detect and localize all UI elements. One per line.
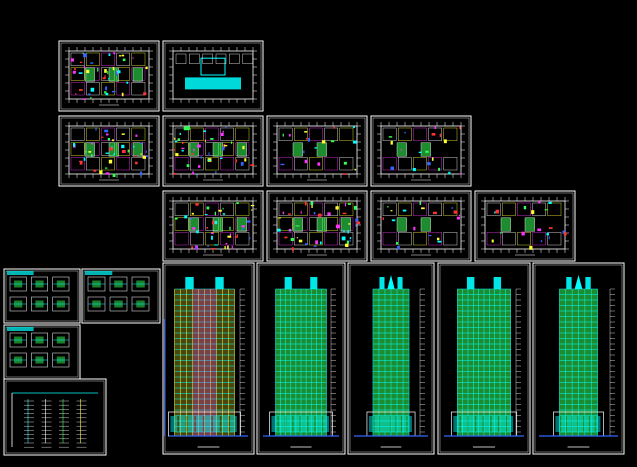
sheet-elevation-3[interactable]: [347, 262, 435, 455]
sheet-inner-border: [372, 192, 470, 260]
sheet-plan-8[interactable]: [266, 190, 368, 262]
sheet-plan-4[interactable]: [162, 115, 264, 187]
sheet-plan-10[interactable]: [474, 190, 576, 262]
sheet-inner-border: [439, 264, 529, 453]
sheet-inner-border: [164, 117, 262, 185]
sheet-inner-border: [164, 264, 253, 453]
sheet-inner-border: [5, 326, 79, 378]
sheet-inner-border: [534, 264, 623, 453]
sheet-plan-7[interactable]: [162, 190, 264, 262]
sheet-elevation-5[interactable]: [532, 262, 625, 455]
sheet-frame: [3, 268, 81, 324]
sheet-plan-9[interactable]: [370, 190, 472, 262]
sheet-inner-border: [60, 42, 158, 110]
sheet-plan-1[interactable]: [58, 40, 160, 112]
sheet-inner-border: [258, 264, 344, 453]
sheet-inner-border: [372, 117, 470, 185]
sheet-plan-3[interactable]: [58, 115, 160, 187]
sheet-elevation-1[interactable]: [162, 262, 255, 455]
sheet-inner-border: [268, 192, 366, 260]
sheet-frame: [3, 378, 107, 456]
sheet-inner-border: [5, 270, 79, 322]
sheet-frame: [162, 262, 255, 455]
sheet-plan-5[interactable]: [266, 115, 368, 187]
sheet-detail-3[interactable]: [3, 324, 81, 380]
sheet-inner-border: [268, 117, 366, 185]
sheet-detail-1[interactable]: [3, 268, 81, 324]
sheet-inner-border: [349, 264, 433, 453]
sheet-inner-border: [476, 192, 574, 260]
sheet-elevation-4[interactable]: [437, 262, 531, 455]
sheet-detail-2[interactable]: [81, 268, 161, 324]
sheet-section[interactable]: [3, 378, 107, 456]
sheet-inner-border: [164, 192, 262, 260]
sheet-inner-border: [83, 270, 159, 322]
sheet-elevation-2[interactable]: [256, 262, 346, 455]
sheet-frame: [3, 324, 81, 380]
sheet-frame: [81, 268, 161, 324]
sheet-inner-border: [164, 42, 262, 110]
sheet-plan-2[interactable]: [162, 40, 264, 112]
sheet-plan-6[interactable]: [370, 115, 472, 187]
sheet-inner-border: [60, 117, 158, 185]
sheet-inner-border: [5, 380, 105, 454]
